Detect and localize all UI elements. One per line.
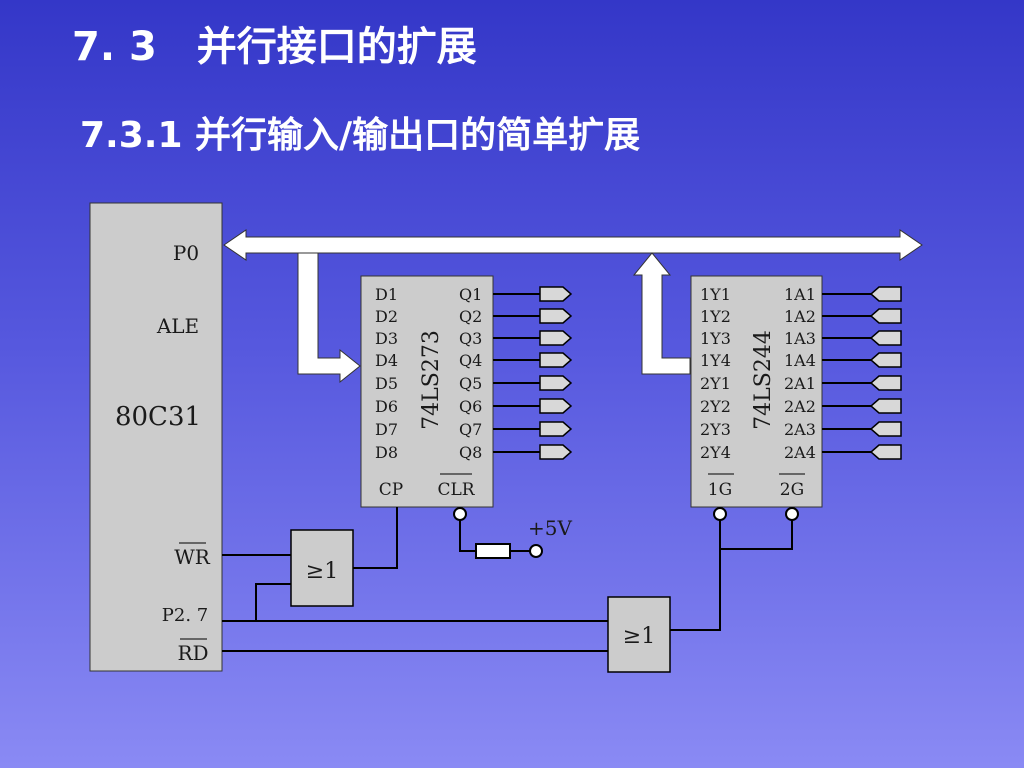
latch-output-pin-8: Q8 xyxy=(459,443,482,462)
data-bus-arrow xyxy=(223,229,923,261)
or-gate-1-label: ≥1 xyxy=(306,559,338,584)
buffer-g1-label: 1G xyxy=(708,480,732,500)
vcc-node xyxy=(529,544,543,558)
g1-g2-tie-wire xyxy=(720,520,793,550)
buffer-chip xyxy=(690,275,823,508)
output-connector xyxy=(539,444,573,460)
output-connector xyxy=(539,398,573,414)
latch-output-pin-3: Q3 xyxy=(459,329,482,348)
latch-clr-label: CLR xyxy=(437,480,475,500)
g2-pin-node xyxy=(785,507,799,521)
latch-input-pin-7: D7 xyxy=(375,420,398,439)
latch-chip xyxy=(360,275,494,508)
p27-to-gate1-wire xyxy=(255,583,291,621)
or-gate-2 xyxy=(607,596,671,673)
input-connector xyxy=(869,286,902,302)
g1-pin-node xyxy=(713,507,727,521)
latch-cp-label: CP xyxy=(379,480,403,500)
latch-input-pin-8: D8 xyxy=(375,443,398,462)
output-connector xyxy=(539,421,573,437)
gate1-to-cp-wire xyxy=(353,507,398,569)
buffer-output-pin-1: 1Y1 xyxy=(700,285,731,304)
buffer-to-bus-arrow xyxy=(632,252,691,375)
buffer-output-pin-4: 1Y4 xyxy=(700,351,731,370)
latch-output-pin-7: Q7 xyxy=(459,420,482,439)
buffer-input-pin-5: 2A1 xyxy=(784,374,816,393)
latch-input-pin-5: D5 xyxy=(375,374,398,393)
buffer-output-pin-5: 2Y1 xyxy=(700,374,731,393)
pin-wr-label: WR xyxy=(174,545,211,569)
pin-ale-label: ALE xyxy=(156,314,199,338)
buffer-g2-label: 2G xyxy=(780,480,804,500)
mcu-chip xyxy=(89,202,223,672)
latch-input-pin-4: D4 xyxy=(375,351,398,370)
latch-input-pin-6: D6 xyxy=(375,397,398,416)
pin-p27-label: P2. 7 xyxy=(162,605,208,626)
clr-pin-node xyxy=(453,507,467,521)
page-subtitle: 7.3.1 并行输入/输出口的简单扩展 xyxy=(80,115,641,156)
mcu-name: 80C31 xyxy=(115,402,201,432)
input-connector xyxy=(869,398,902,414)
latch-input-pin-2: D2 xyxy=(375,307,398,326)
buffer-output-pin-2: 1Y2 xyxy=(700,307,731,326)
buffer-input-pin-3: 1A3 xyxy=(784,329,816,348)
latch-input-pin-1: D1 xyxy=(375,285,398,304)
pullup-resistor xyxy=(475,543,511,559)
input-connector xyxy=(869,375,902,391)
buffer-input-pin-8: 2A4 xyxy=(784,443,816,462)
buffer-input-pin-7: 2A3 xyxy=(784,420,816,439)
output-connector xyxy=(539,286,573,302)
or-gate-1 xyxy=(290,529,354,607)
buffer-input-pin-1: 1A1 xyxy=(784,285,816,304)
latch-output-pin-5: Q5 xyxy=(459,374,482,393)
input-connector xyxy=(869,352,902,368)
page-title: 7. 3 并行接口的扩展 xyxy=(72,24,477,70)
vcc-label: +5V xyxy=(528,516,572,540)
pin-p0-label: P0 xyxy=(173,241,199,265)
latch-output-pin-1: Q1 xyxy=(459,285,482,304)
input-connector xyxy=(869,308,902,324)
output-connector xyxy=(539,375,573,391)
buffer-input-pin-6: 2A2 xyxy=(784,397,816,416)
buffer-output-pin-7: 2Y3 xyxy=(700,420,731,439)
buffer-output-pin-6: 2Y2 xyxy=(700,397,731,416)
latch-output-pin-4: Q4 xyxy=(459,351,482,370)
or-gate-2-label: ≥1 xyxy=(623,624,655,649)
clr-wire xyxy=(459,520,476,552)
input-connector xyxy=(869,330,902,346)
buffer-input-pin-4: 1A4 xyxy=(784,351,816,370)
output-connector xyxy=(539,308,573,324)
buffer-name: 74LS244 xyxy=(751,330,776,430)
bus-to-latch-arrow xyxy=(297,252,361,384)
output-connector xyxy=(539,352,573,368)
buffer-input-pin-2: 1A2 xyxy=(784,307,816,326)
gate2-to-g-wire xyxy=(670,520,721,631)
buffer-output-pin-3: 1Y3 xyxy=(700,329,731,348)
input-connector xyxy=(869,444,902,460)
latch-output-pin-6: Q6 xyxy=(459,397,482,416)
output-connector xyxy=(539,330,573,346)
buffer-output-pin-8: 2Y4 xyxy=(700,443,731,462)
pin-rd-label: RD xyxy=(177,641,208,665)
latch-output-pin-2: Q2 xyxy=(459,307,482,326)
input-connector xyxy=(869,421,902,437)
latch-input-pin-3: D3 xyxy=(375,329,398,348)
latch-name: 74LS273 xyxy=(419,330,444,430)
